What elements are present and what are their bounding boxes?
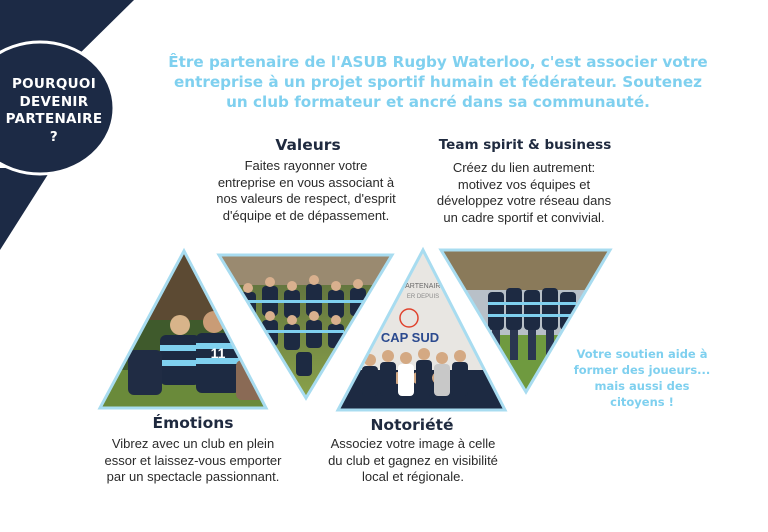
banner-cap-sud-text: CAP SUD <box>381 330 439 345</box>
emotions-title: Émotions <box>152 414 234 432</box>
notoriete-triangle-frame <box>335 246 508 412</box>
team-spirit-triangle-frame <box>438 248 613 395</box>
notoriete-title: Notoriété <box>370 416 454 434</box>
badge-line-1: POURQUOI <box>11 76 97 92</box>
notoriete-text: Associez votre image à celle du club et … <box>328 436 498 484</box>
valeurs-title: Valeurs <box>275 136 341 154</box>
intro-text: Être partenaire de l'ASUB Rugby Waterloo… <box>168 53 708 111</box>
pourquoi-badge-shape <box>0 40 116 176</box>
emotions-triangle-frame <box>97 247 269 410</box>
badge-line-3: PARTENAIRE <box>5 111 103 127</box>
badge-line-2: DEVENIR <box>19 93 89 110</box>
team-spirit-title: Team spirit & business <box>438 137 612 153</box>
badge-line-4: ? <box>49 128 59 145</box>
navy-banner-bottom <box>0 168 52 250</box>
jersey-number: 11 <box>211 345 226 361</box>
side-note: Votre soutien aide à former des joueurs.… <box>573 347 711 409</box>
valeurs-text: Faites rayonner votre entreprise en vous… <box>216 158 396 223</box>
valeurs-triangle-frame <box>216 253 395 401</box>
banner-partenaire-text: PARTENAIRE <box>401 283 445 290</box>
compass-icon <box>399 308 419 328</box>
pourquoi-badge: POURQUOI DEVENIR PARTENAIRE ? <box>2 76 106 146</box>
banner-sub-text: ER DEPUIS <box>407 294 439 300</box>
team-spirit-text: Créez du lien autrement: motivez vos équ… <box>436 160 612 225</box>
emotions-text: Vibrez avec un club en plein essor et la… <box>104 436 282 484</box>
